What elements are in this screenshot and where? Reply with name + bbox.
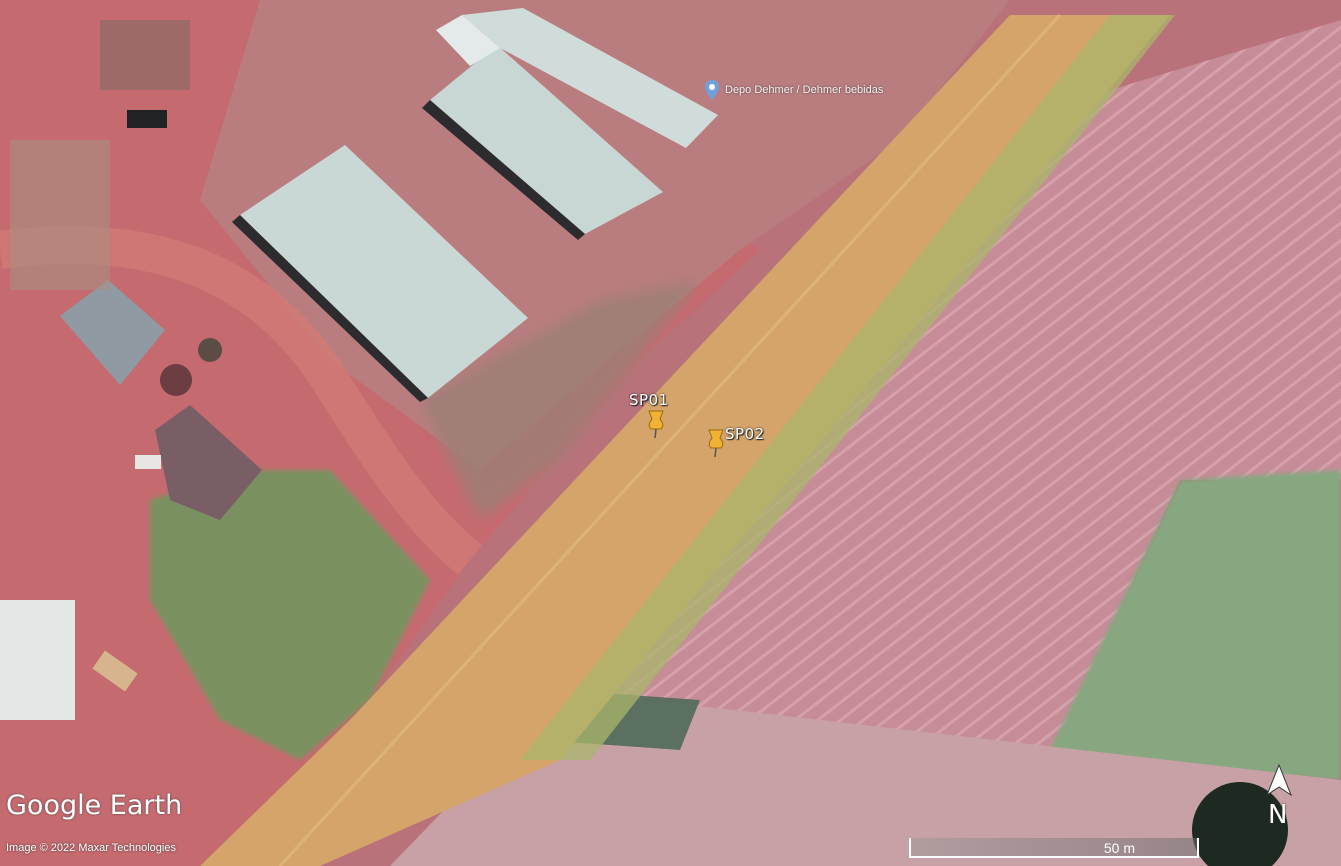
pushpin-icon[interactable] [705,428,727,458]
google-earth-logo: Google Earth [6,790,183,821]
dirt-track [0,226,483,575]
poi-label: Depo Dehmer / Dehmer bebidas [725,84,884,96]
house-2 [155,405,262,520]
pin-label-sp01: SP01 [629,391,669,409]
poi-marker[interactable]: Depo Dehmer / Dehmer bebidas [705,80,883,100]
location-pin-icon [705,80,719,100]
imagery-credit: Image © 2022 Maxar Technologies [6,842,176,854]
garden-grass [150,470,430,760]
house-1 [60,280,165,385]
north-arrow-icon[interactable] [1259,763,1299,835]
scale-label: 50 m [1103,840,1135,856]
green-field [1040,470,1341,780]
warehouse-roof-1 [240,145,528,398]
tree [1192,782,1288,866]
north-label: N [1268,800,1288,830]
verge-grass [420,280,700,520]
scale-bar: 50 m [909,838,1199,858]
road [200,15,1170,866]
warehouse-roof-3 [462,8,718,148]
road-edge-grass [520,15,1175,760]
warehouse-roof-2 [430,45,663,234]
pin-label-sp02: SP02 [725,425,765,443]
pushpin-icon[interactable] [645,409,667,439]
warehouse-roof-4 [436,15,500,66]
